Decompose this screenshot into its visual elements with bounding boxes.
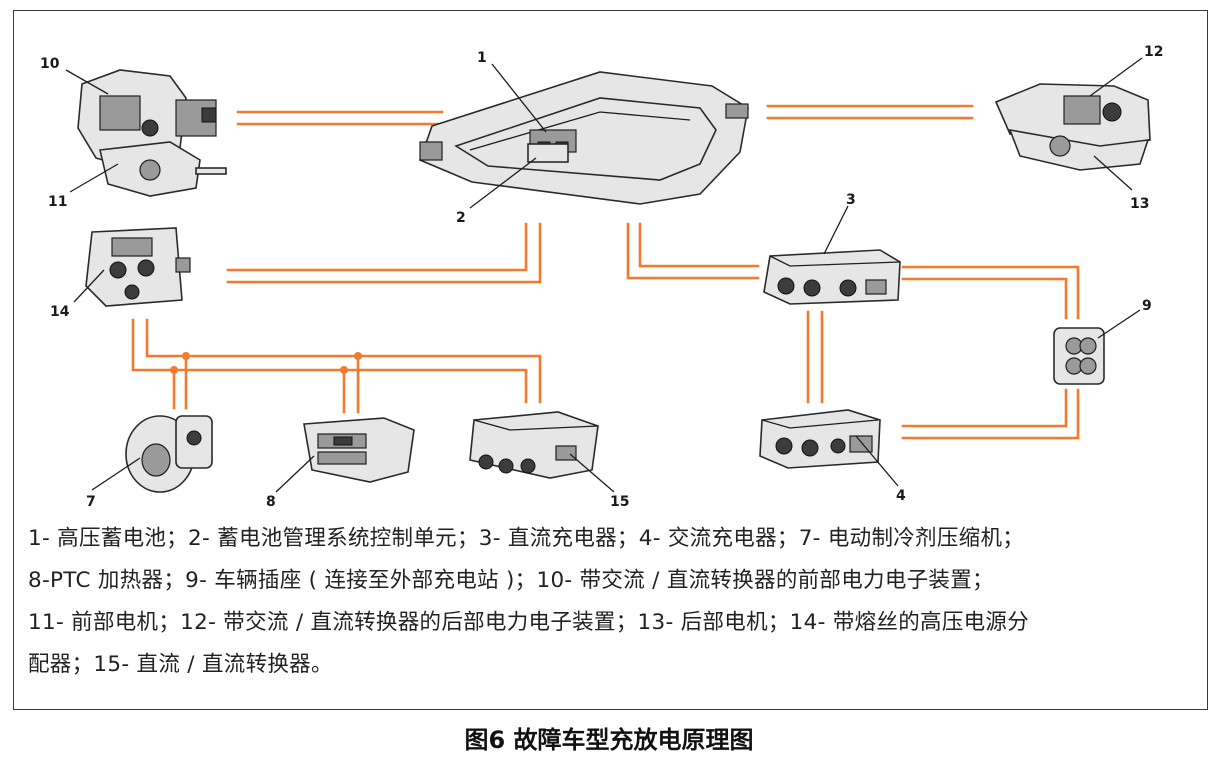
- rear-motor: [1008, 128, 1150, 171]
- dc-charger: [763, 249, 901, 305]
- charging-schematic-diagram: 1 2 3 4 7 8 9 10 11 12 13 14 15: [40, 44, 1163, 510]
- dc-dc-converter: [469, 411, 599, 479]
- label-3: 3: [846, 192, 856, 208]
- label-1: 1: [477, 50, 487, 66]
- rear-power-electronics: [994, 83, 1151, 151]
- legend-line: 11- 前部电机；12- 带交流 / 直流转换器的后部电力电子装置；13- 后部…: [28, 610, 1030, 635]
- legend-line: 1- 高压蓄电池；2- 蓄电池管理系统控制单元；3- 直流充电器；4- 交流充电…: [28, 526, 1025, 551]
- label-4: 4: [896, 488, 906, 504]
- leader-lines: [65, 57, 1143, 493]
- vehicle-charging-socket: [1053, 327, 1105, 385]
- bms-control-unit: [527, 143, 569, 163]
- legend-line: 配器；15- 直流 / 直流转换器。: [28, 652, 333, 677]
- hv-distributor-with-fuses: [85, 227, 191, 307]
- electric-refrigerant-compressor: [125, 415, 213, 493]
- label-12: 12: [1144, 44, 1163, 60]
- label-14: 14: [50, 304, 70, 320]
- high-voltage-battery: [418, 71, 749, 205]
- figure-caption: 图6 故障车型充放电原理图: [464, 726, 754, 754]
- label-11: 11: [48, 194, 67, 210]
- component-legend: 1- 高压蓄电池；2- 蓄电池管理系统控制单元；3- 直流充电器；4- 交流充电…: [28, 518, 1198, 686]
- label-8: 8: [266, 494, 276, 510]
- legend-line: 8-PTC 加热器；9- 车辆插座 ( 连接至外部充电站 )；10- 带交流 /…: [28, 568, 994, 593]
- front-motor: [99, 141, 227, 197]
- label-2: 2: [456, 210, 466, 226]
- ptc-heater: [303, 417, 415, 483]
- label-9: 9: [1142, 298, 1152, 314]
- label-7: 7: [86, 494, 96, 510]
- label-13: 13: [1130, 196, 1149, 212]
- hv-wiring: [131, 104, 1080, 440]
- label-10: 10: [40, 56, 60, 72]
- component-number-labels: 1 2 3 4 7 8 9 10 11 12 13 14 15: [40, 44, 1163, 510]
- ac-charger: [759, 409, 881, 469]
- label-15: 15: [610, 494, 629, 510]
